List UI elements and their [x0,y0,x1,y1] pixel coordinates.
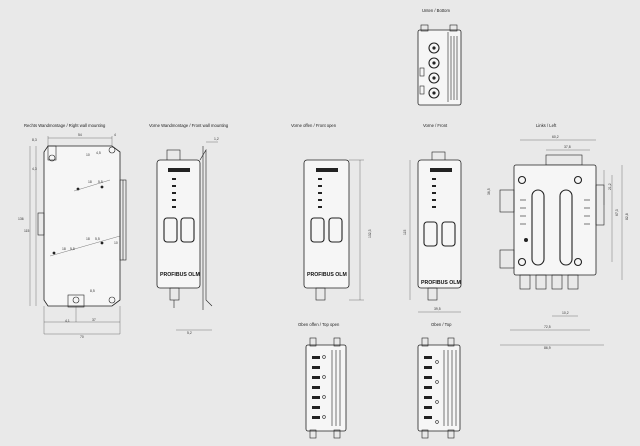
view-title-bottom: Unten / Bottom [422,8,450,13]
dim-l-102: 10,2 [562,311,569,315]
view-top-open: Oben offen / Top open [298,322,347,439]
view-top: Oben / Top [417,322,461,439]
view-right-wall-mounting: Rechts Wandmontage / Right wall mounting… [18,123,127,339]
view-title-front-wall: Vorne Wandmontage / Front wall mounting [149,123,229,128]
dim-rw-18c: 18 [86,237,90,241]
dim-l-869: 86,9 [544,346,551,350]
view-title-front: Vorne / Front [423,123,448,128]
dim-rw-85: 8,5 [90,289,95,293]
dim-fo-1323: 132,3 [368,229,372,238]
view-left: Links / Left 60,2 37,8 36,5 21,2 67,3 [487,123,629,350]
dim-rw-55a: 5,5 [98,180,103,184]
dim-rw-43: 4,3 [32,167,37,171]
dim-rw-55c: 5,5 [95,237,100,241]
device-label-front: PROFIBUS OLM [421,280,461,286]
dim-l-365: 36,5 [487,188,491,195]
view-title-front-open: Vorne offen / Front open [291,123,337,128]
dim-f-115: 115 [403,229,407,235]
dim-rw-18a: 18 [88,180,92,184]
dim-rw-55b: 5,5 [70,247,75,251]
view-front: Vorne / Front PROFIBUS OLM 115 39,5 [403,123,462,313]
dim-rw-54: 54 [78,133,82,137]
dim-rw-10b: 10 [114,241,118,245]
dim-f-395: 39,5 [434,307,441,311]
dim-l-725: 72,5 [544,325,551,329]
view-title-top: Oben / Top [431,322,452,327]
dim-fw-12: 1,2 [214,137,219,141]
dim-rw-41: 4,1 [65,319,70,323]
dim-rw-10a: 10 [86,153,90,157]
dim-l-212: 21,2 [608,183,612,190]
dim-fw-52: 5,2 [187,331,192,335]
view-front-wall-mounting: Vorne Wandmontage / Front wall mounting … [149,123,229,335]
dim-rw-37: 37 [92,318,96,322]
view-bottom: Unten / Bottom [417,8,462,106]
dim-l-828: 82,8 [625,213,629,220]
dim-l-602: 60,2 [552,135,559,139]
view-title-top-open: Oben offen / Top open [298,322,340,327]
dim-rw-115: 115 [24,229,30,233]
view-title-left: Links / Left [536,123,557,128]
dim-rw-136: 136 [18,217,24,221]
dim-rw-18b: 18 [62,247,66,251]
dim-rw-4: 4 [114,133,116,137]
dim-l-673: 67,3 [615,209,619,216]
device-label-front-wall: PROFIBUS OLM [160,272,200,278]
view-front-open: Vorne offen / Front open PROFIBUS OLM 13… [291,123,372,301]
device-label-front-open: PROFIBUS OLM [307,272,347,278]
dim-rw-45: 4,5 [96,151,101,155]
dim-rw-83: 8,3 [32,138,37,142]
dim-rw-70: 70 [80,335,84,339]
dim-l-378: 37,8 [564,145,571,149]
view-title-right-wall: Rechts Wandmontage / Right wall mounting [24,123,106,128]
